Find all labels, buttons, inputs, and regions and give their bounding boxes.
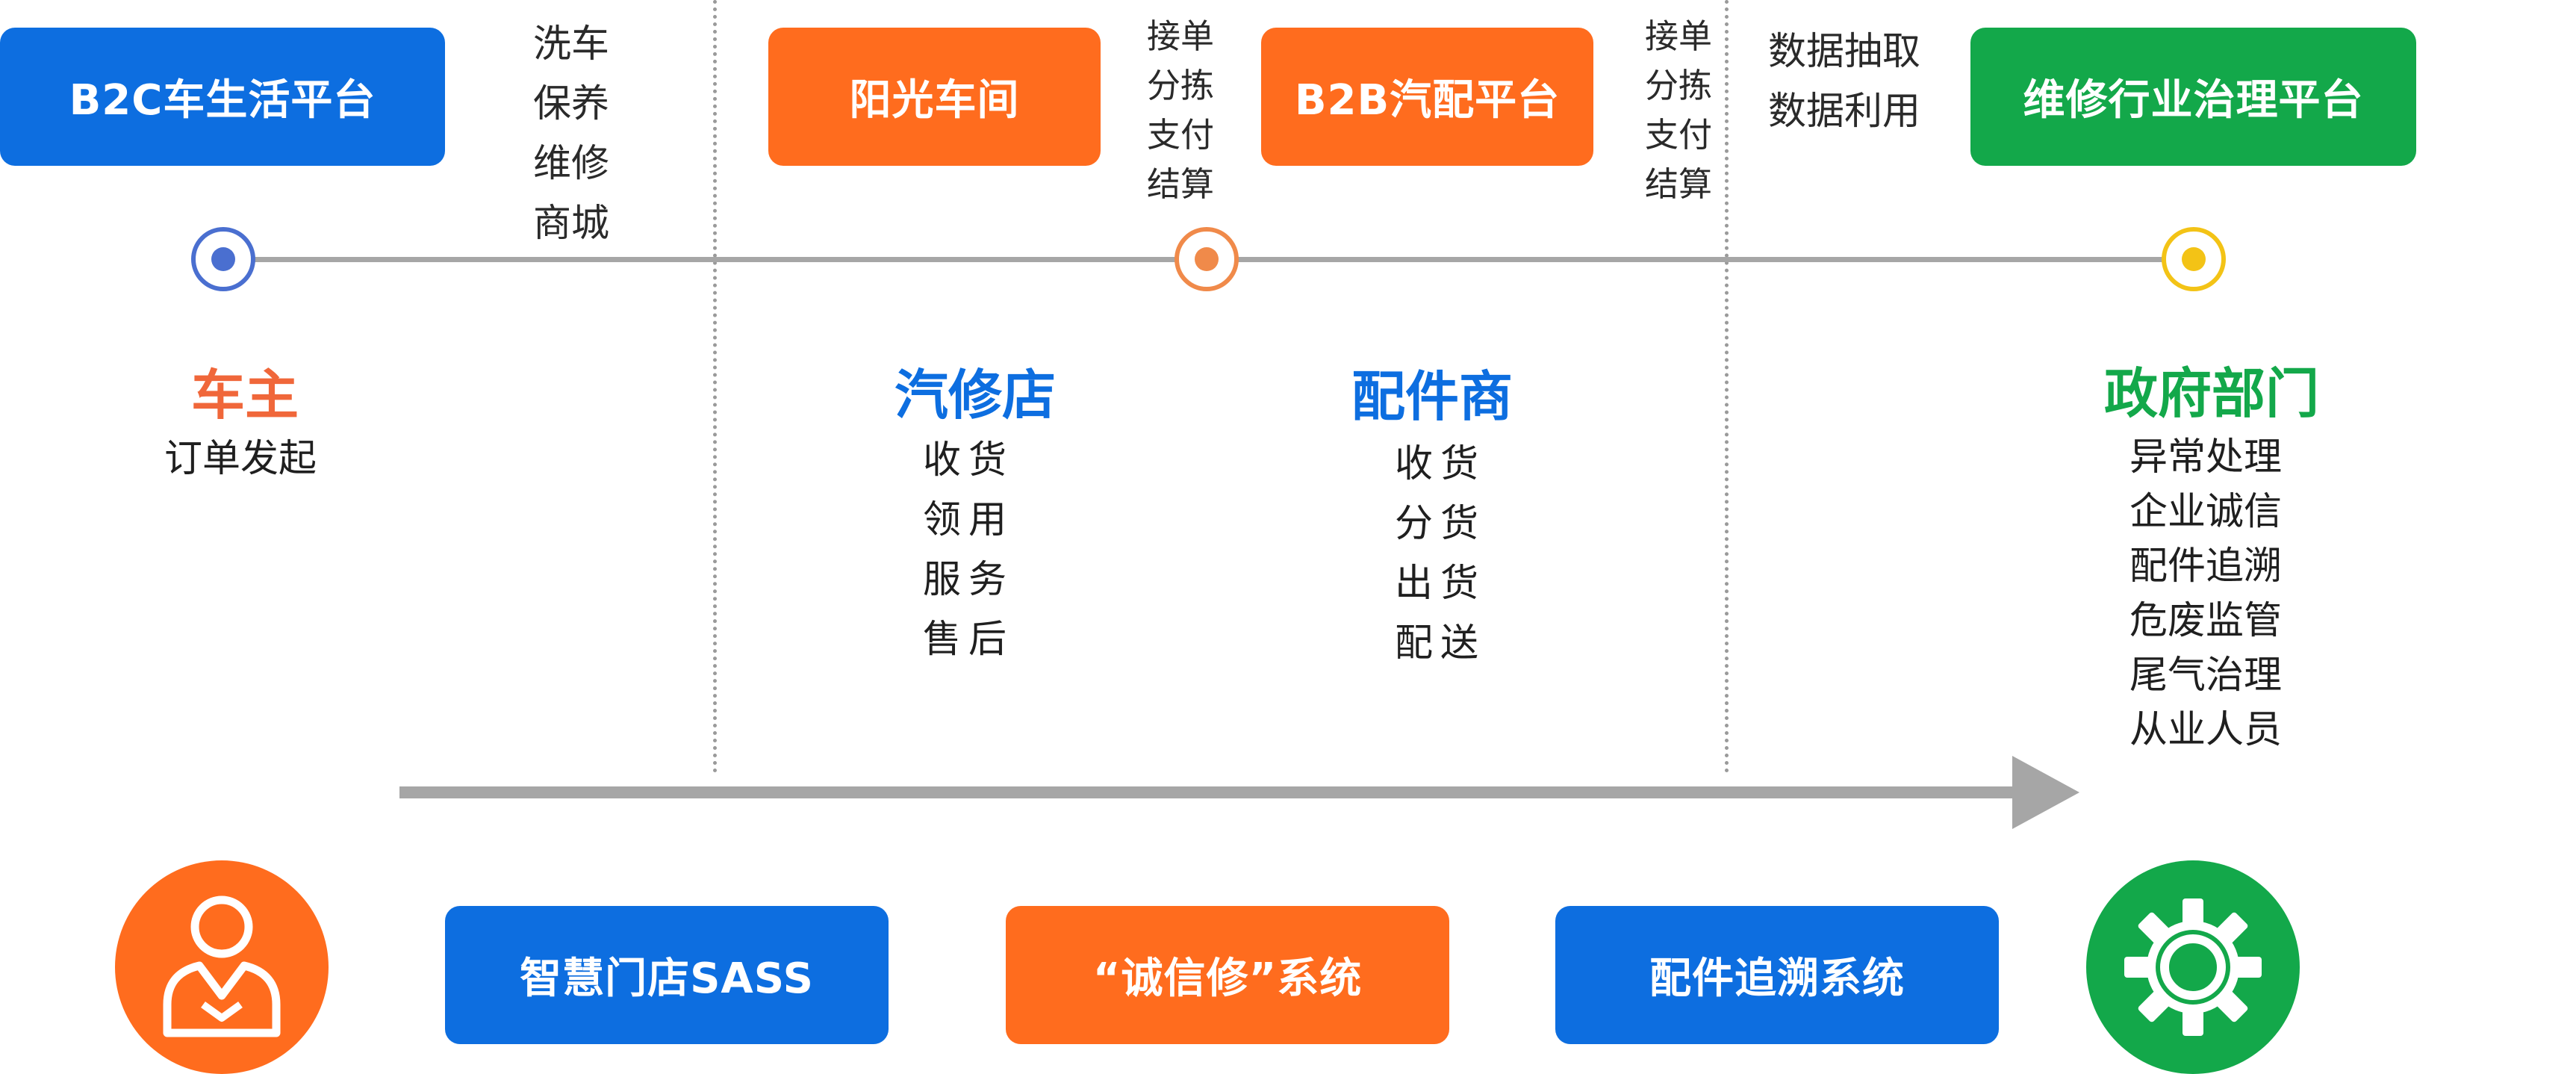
list-item: 出货	[1395, 562, 1487, 606]
parts-supplier-title: 配件商	[1351, 365, 1513, 428]
service-item: 保养	[533, 82, 610, 126]
list-item: 订单发起	[164, 437, 317, 481]
list-item: 收货	[1395, 442, 1487, 486]
owner-items: 订单发起	[164, 429, 317, 489]
list-item: 分货	[1395, 502, 1487, 546]
list-item: 服务	[923, 558, 1015, 602]
data-services-list: 数据抽取 数据利用	[1768, 22, 1920, 142]
list-item: 售后	[923, 618, 1015, 662]
service-item: 数据利用	[1768, 90, 1921, 134]
government-timeline-node	[2162, 227, 2226, 291]
list-item: 企业诚信	[2129, 490, 2283, 534]
service-item: 支付	[1645, 115, 1713, 155]
government-title: 政府部门	[2104, 362, 2320, 425]
owner-services-list: 洗车 保养 维修 商城	[533, 15, 609, 254]
government-badge	[2086, 860, 2300, 1074]
store-sass-label: 智慧门店SASS	[445, 906, 889, 1044]
b2b-services-list: 接单 分拣 支付 结算	[1645, 12, 1712, 209]
service-item: 结算	[1147, 164, 1215, 204]
parts-supplier-items: 收货 分货 出货 配送	[1395, 435, 1486, 674]
service-item: 分拣	[1147, 66, 1215, 105]
workshop-platform-label: 阳光车间	[768, 28, 1101, 166]
integrity-repair-label: “诚信修”系统	[1006, 906, 1449, 1044]
government-items: 异常处理 企业诚信 配件追溯 危废监管 尾气治理 从业人员	[2129, 430, 2282, 757]
service-item: 结算	[1645, 164, 1713, 204]
b2c-platform-label: B2C车生活平台	[0, 28, 445, 166]
workshop-services-list: 接单 分拣 支付 结算	[1147, 12, 1214, 209]
divider-left	[713, 0, 717, 773]
repair-shop-title: 汽修店	[895, 364, 1057, 426]
service-item: 分拣	[1645, 66, 1713, 105]
repair-shop-items: 收货 领用 服务 售后	[923, 431, 1014, 670]
owner-badge	[115, 860, 329, 1074]
service-item: 洗车	[533, 22, 610, 66]
service-item: 数据抽取	[1768, 30, 1921, 74]
list-item: 异常处理	[2129, 435, 2283, 479]
list-item: 从业人员	[2129, 708, 2283, 752]
governance-platform-label: 维修行业治理平台	[1970, 28, 2416, 166]
owner-title: 车主	[191, 364, 299, 426]
service-item: 维修	[533, 142, 610, 186]
list-item: 领用	[923, 498, 1015, 542]
divider-right	[1725, 0, 1729, 773]
service-item: 接单	[1645, 16, 1713, 56]
service-item: 商城	[533, 202, 610, 246]
list-item: 收货	[923, 438, 1015, 482]
process-arrow	[399, 756, 2079, 829]
gear-icon	[2124, 898, 2262, 1036]
person-icon	[163, 895, 281, 1037]
list-item: 配送	[1395, 621, 1487, 665]
owner-timeline-node	[191, 227, 255, 291]
list-item: 配件追溯	[2129, 544, 2283, 589]
workshop-timeline-node	[1175, 227, 1239, 291]
list-item: 危废监管	[2129, 599, 2283, 643]
service-item: 接单	[1147, 16, 1215, 56]
b2b-platform-label: B2B汽配平台	[1261, 28, 1593, 166]
service-item: 支付	[1147, 115, 1215, 155]
parts-trace-label: 配件追溯系统	[1555, 906, 1999, 1044]
list-item: 尾气治理	[2129, 654, 2283, 698]
